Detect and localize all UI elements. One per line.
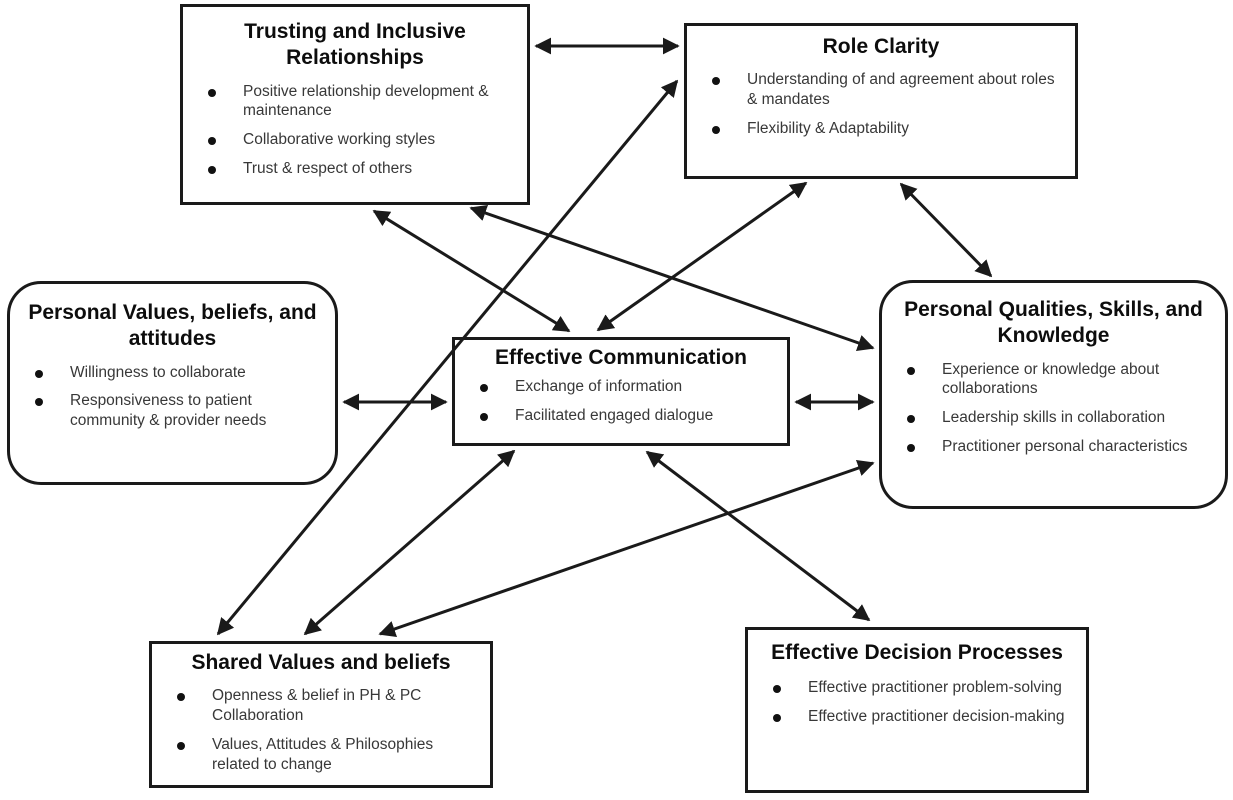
bullet-item: Practitioner personal characteristics <box>882 437 1217 457</box>
edge-trusting--effective_communication <box>372 209 571 333</box>
edge-shared_values--personal_qualities <box>378 460 875 637</box>
node-bullets: Experience or knowledge about collaborat… <box>882 360 1225 457</box>
bullet-item: Trust & respect of others <box>183 159 519 179</box>
bullet-item: Leadership skills in collaboration <box>882 408 1217 428</box>
node-title: Personal Values, beliefs, and attitudes <box>28 301 317 351</box>
node-bullets: Understanding of and agreement about rol… <box>687 70 1075 138</box>
edge-effective_communication--shared_values <box>303 449 516 636</box>
node-effective-communication: Effective Communication Exchange of info… <box>452 337 790 446</box>
edge-role_clarity--personal_qualities <box>899 182 993 278</box>
node-title: Effective Decision Processes <box>771 641 1063 664</box>
node-title: Personal Qualities, Skills, and Knowledg… <box>904 298 1203 348</box>
node-title: Shared Values and beliefs <box>191 651 451 674</box>
node-role-clarity: Role Clarity Understanding of and agreem… <box>684 23 1078 179</box>
node-title: Role Clarity <box>822 35 940 58</box>
node-bullets: Positive relationship development & main… <box>183 82 527 179</box>
bullet-item: Responsiveness to patient community & pr… <box>10 391 327 431</box>
edge-effective_communication--effective_decision <box>645 450 871 622</box>
bullet-item: Experience or knowledge about collaborat… <box>882 360 1217 400</box>
edge-trusting--personal_qualities <box>469 205 875 351</box>
node-personal-qualities-skills-knowledge: Personal Qualities, Skills, and Knowledg… <box>879 280 1228 509</box>
bullet-item: Flexibility & Adaptability <box>687 119 1067 139</box>
bullet-item: Values, Attitudes & Philosophies related… <box>152 735 482 775</box>
node-bullets: Openness & belief in PH & PC Collaborati… <box>152 686 490 774</box>
node-effective-decision-processes: Effective Decision Processes Effective p… <box>745 627 1089 793</box>
bullet-item: Exchange of information <box>455 377 779 397</box>
bullet-item: Positive relationship development & main… <box>183 82 519 122</box>
bullet-item: Collaborative working styles <box>183 130 519 150</box>
bullet-item: Effective practitioner problem-solving <box>748 678 1078 698</box>
bullet-item: Willingness to collaborate <box>10 363 327 383</box>
edge-effective_communication--role_clarity <box>596 181 808 332</box>
bullet-item: Effective practitioner decision-making <box>748 707 1078 727</box>
bullet-item: Openness & belief in PH & PC Collaborati… <box>152 686 482 726</box>
bullet-item: Facilitated engaged dialogue <box>455 406 779 426</box>
bullet-item: Understanding of and agreement about rol… <box>687 70 1067 110</box>
node-trusting-inclusive-relationships: Trusting and Inclusive Relationships Pos… <box>180 4 530 205</box>
node-personal-values-beliefs-attitudes: Personal Values, beliefs, and attitudes … <box>7 281 338 485</box>
node-title: Trusting and Inclusive Relationships <box>244 20 466 70</box>
node-shared-values-beliefs: Shared Values and beliefs Openness & bel… <box>149 641 493 788</box>
node-title: Effective Communication <box>494 346 748 369</box>
